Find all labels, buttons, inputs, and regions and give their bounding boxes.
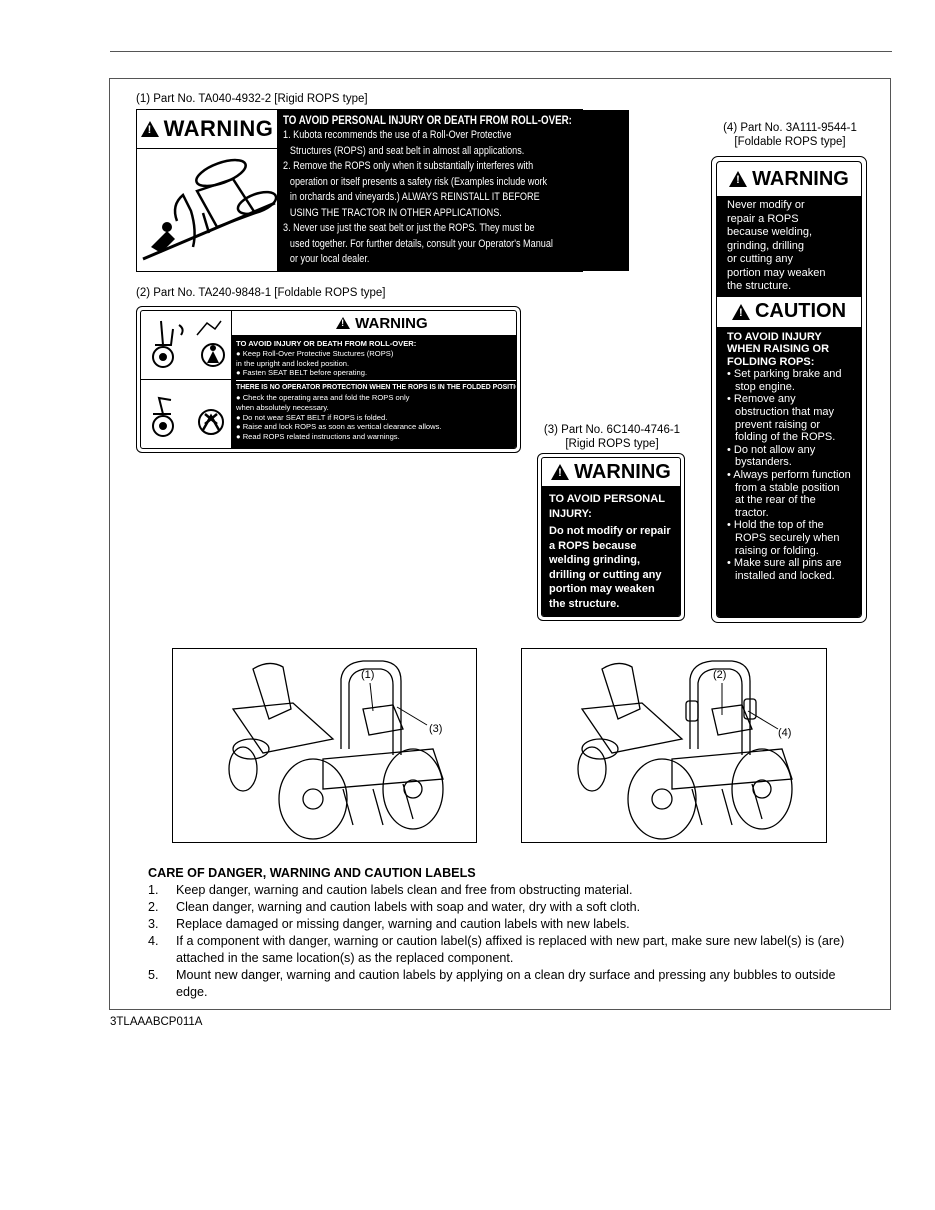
label3-header: WARNING [542,458,680,487]
label1-line: 2. Remove the ROPS only when it substant… [283,160,534,172]
warning-triangle-icon [336,317,351,329]
label4-caution-text: TO AVOID INJURY WHEN RAISING OR FOLDING … [717,326,861,617]
label2-section: TO AVOID INJURY OR DEATH FROM ROLL-OVER: [236,339,417,348]
callout-label-2: (2) [713,669,727,681]
label1-line: Structures (ROPS) and seat belt in almos… [289,144,525,157]
label1-line: in orchards and vineyards.) ALWAYS REINS… [289,191,540,203]
content-frame [109,78,891,1010]
list-item: 5.Mount new danger, warning and caution … [148,968,836,999]
caution-item: • Always perform function from a stable … [727,469,851,519]
label4-caption: (4) Part No. 3A111-9544-1 [Foldable ROPS… [723,122,857,148]
label1-warning-decal: WARNING TO AVOID PERSONAL INJURY OR DEAT… [136,109,629,272]
caution-item: • Hold the top of the ROPS securely when… [727,519,840,557]
label2-line: ● Do not wear SEAT BELT if ROPS is folde… [236,412,388,422]
label4-warning-caution-decal: WARNING Never modify or repair a ROPS be… [711,156,867,623]
label2-line: when absolutely necessary. [236,402,329,412]
top-rule [110,51,892,52]
callout-label-1: (1) [361,669,375,681]
label1-line: 1. Kubota recommends the use of a Roll-O… [283,129,512,141]
warning-triangle-icon [551,464,570,480]
list-item: 4.If a component with danger, warning or… [148,934,845,965]
caution-item: • Make sure all pins are installed and l… [727,557,842,582]
care-section: CARE OF DANGER, WARNING AND CAUTION LABE… [148,865,868,1001]
label1-line: used together. For further details, cons… [289,237,553,250]
label1-line: USING THE TRACTOR IN OTHER APPLICATIONS. [289,206,502,219]
label2-section: THERE IS NO OPERATOR PROTECTION WHEN THE… [236,380,516,393]
callout-label-4: (4) [778,727,792,739]
label2-warning-decal: WARNING TO AVOID INJURY OR DEATH FROM RO… [136,306,521,453]
caution-item: • Set parking brake and stop engine. [727,368,842,393]
label3-caption: (3) Part No. 6C140-4746-1 [Rigid ROPS ty… [543,424,681,450]
tractor-foldable-illustration [577,660,793,840]
label1-header: WARNING [137,110,277,149]
label3-warning-decal: WARNING TO AVOID PERSONAL INJURY: Do not… [537,453,685,621]
list-item: 2.Clean danger, warning and caution labe… [148,900,641,914]
label1-line: 3. Never use just the seat belt or just … [283,222,535,234]
label1-caption: (1) Part No. TA040-4932-2 [Rigid ROPS ty… [136,93,368,105]
label2-line: ● Check the operating area and fold the … [236,392,410,402]
folded-rops-pictogram-icon [141,379,231,448]
label2-header: WARNING [232,311,516,336]
label3-text-panel: TO AVOID PERSONAL INJURY: Do not modify … [542,487,680,616]
document-code: 3TLAAABCP011A [110,1016,203,1028]
label1-line: operation or itself presents a safety ri… [289,175,548,188]
label3-body: Do not modify or repair a ROPS because w… [549,525,671,610]
label1-line: or your local dealer. [289,253,370,265]
list-item: 1.Keep danger, warning and caution label… [148,883,633,897]
care-list: 1.Keep danger, warning and caution label… [148,882,868,1001]
warning-triangle-icon [729,171,748,187]
label1-text-panel: TO AVOID PERSONAL INJURY OR DEATH FROM R… [277,110,629,271]
label2-text-panel: TO AVOID INJURY OR DEATH FROM ROLL-OVER:… [232,336,516,448]
label4-warning-header: WARNING [717,162,861,196]
upright-rops-pictogram-icon [141,311,231,379]
warning-triangle-icon [140,121,159,137]
label1-title: TO AVOID PERSONAL INJURY OR DEATH FROM R… [283,115,572,127]
tractor-rigid-illustration [228,660,444,840]
tractor-figure-rigid: (1) (3) [172,648,477,843]
label2-line: ● Raise and lock ROPS as soon as vertica… [236,422,442,432]
label2-line: in the upright and locked position. [236,358,350,368]
caution-item: • Do not allow any bystanders. [727,443,816,469]
caution-item: • Remove any obstruction that may preven… [727,393,836,444]
care-heading: CARE OF DANGER, WARNING AND CAUTION LABE… [148,866,476,880]
tractor-figure-foldable: (2) (4) [521,648,827,843]
label2-line: ● Read ROPS related instructions and war… [236,432,400,442]
caution-triangle-icon [731,303,750,320]
list-item: 3.Replace damaged or missing danger, war… [148,917,630,931]
label2-line: ● Fasten SEAT BELT before operating. [236,368,368,378]
label3-title: TO AVOID PERSONAL INJURY: [549,493,665,520]
label2-caption: (2) Part No. TA240-9848-1 [Foldable ROPS… [136,287,386,299]
callout-label-3: (3) [429,723,443,735]
label4-caution-header: CAUTION [717,296,861,327]
rollover-pictogram-icon [137,149,277,271]
label4-warning-text: Never modify or repair a ROPS because we… [717,196,861,297]
label2-line: ● Keep Roll-Over Protective Stuctures (R… [236,348,394,358]
